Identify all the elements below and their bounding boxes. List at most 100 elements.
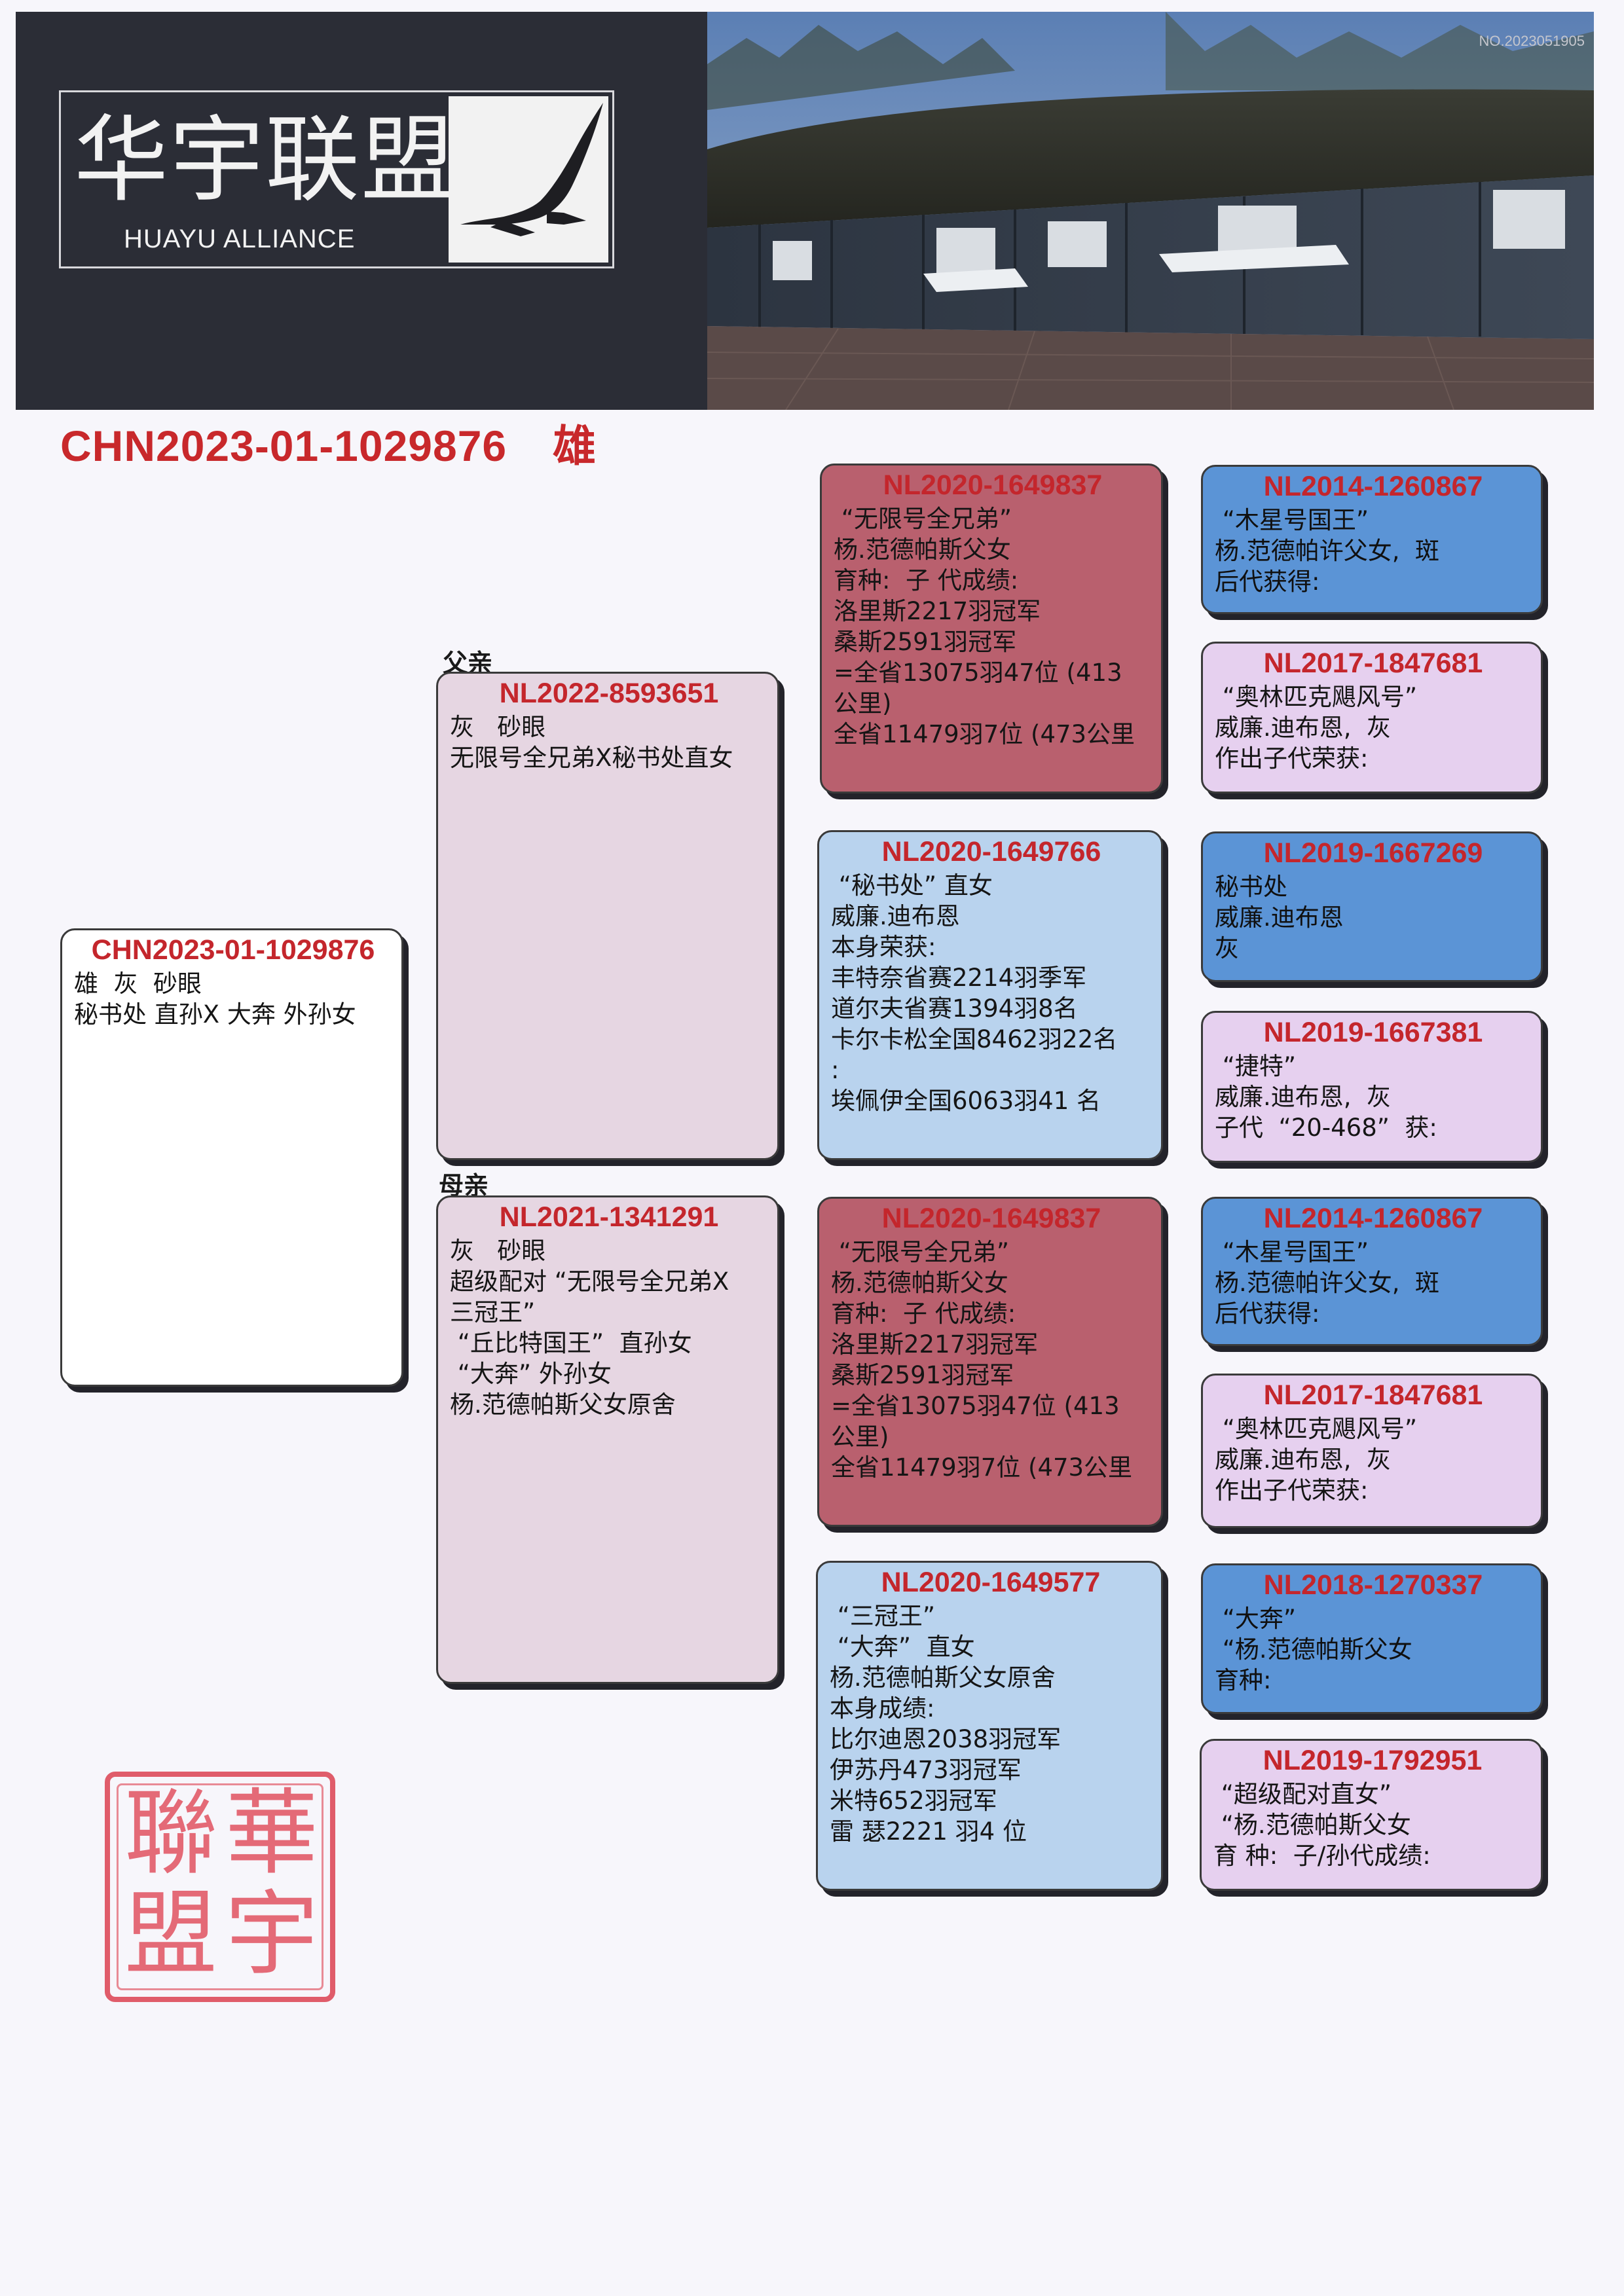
grandparent-1-ring-number: NL2020-1649837 (883, 469, 1103, 501)
grandparent-1-line: =全省13075羽47位 (413 (834, 659, 1122, 687)
great-grandparent-2-line: “奥林匹克飓风号” (1215, 683, 1418, 711)
grandparent-3-line: “无限号全兄弟” (831, 1238, 1010, 1266)
grandparent-1-line: “无限号全兄弟” (834, 505, 1012, 533)
grandparent-2-line: 卡尔卡松全国8462羽22名 (831, 1025, 1118, 1053)
grandparent-3-line: 洛里斯2217羽冠军 (831, 1330, 1039, 1358)
grandparent-2-line: 威廉.迪布恩 (831, 902, 960, 930)
great-grandparent-2-line: 作出子代荣获: (1215, 744, 1369, 773)
title-sex: 雄 (553, 422, 597, 470)
grandparent-1-line: 公里) (834, 689, 892, 718)
mother-line-7: 杨.范德帕斯父女原舍 (450, 1391, 676, 1419)
great-grandparent-7-line: “杨.范德帕斯父女 (1215, 1635, 1412, 1664)
grandparent-3-line: 育种: 子 代成绩: (831, 1300, 1016, 1328)
title-ring-number: CHN2023-01-1029876 (60, 422, 507, 470)
great-grandparent-5-line: 杨.范德帕许父女, 斑 (1215, 1269, 1440, 1297)
great-grandparent-2-line: 威廉.迪布恩, 灰 (1215, 714, 1392, 742)
great-grandparent-6-line: “奥林匹克飓风号” (1215, 1415, 1418, 1443)
great-grandparent-7-line: 育种: (1215, 1666, 1272, 1694)
grandparent-4-ring-number: NL2020-1649577 (881, 1567, 1101, 1598)
grandparent-2-line: 埃佩伊全国6063羽41 名 (831, 1087, 1101, 1115)
grandparent-3-line: 全省11479羽7位 (473公里 (831, 1453, 1133, 1482)
father-ring-number: NL2022-8593651 (499, 678, 719, 709)
great-grandparent-2-ring-number: NL2017-1847681 (1263, 647, 1483, 679)
logo-chinese-text: 华宇联盟 (74, 105, 457, 215)
grandparent-4-line: 伊苏丹473羽冠军 (830, 1756, 1022, 1784)
great-grandparent-card-7: NL2018-1270337 “大奔” “杨.范德帕斯父女 育种: (1201, 1563, 1543, 1714)
grandparent-4-line: 杨.范德帕斯父女原舍 (830, 1664, 1056, 1692)
great-grandparent-5-line: “木星号国王” (1215, 1238, 1369, 1266)
great-grandparent-4-line: 威廉.迪布恩, 灰 (1215, 1083, 1392, 1111)
seal-character: 盟 (124, 1880, 217, 1988)
great-grandparent-1-line: 杨.范德帕许父女, 斑 (1215, 537, 1440, 565)
grandparent-1-line: 桑斯2591羽冠军 (834, 628, 1017, 656)
great-grandparent-3-ring-number: NL2019-1667269 (1263, 837, 1483, 869)
great-grandparent-6-ring-number: NL2017-1847681 (1263, 1379, 1483, 1411)
grandparent-3-ring-number: NL2020-1649837 (881, 1203, 1101, 1234)
grandparent-card-4: NL2020-1649577 “三冠王” “大奔” 直女 杨.范德帕斯父女原舍 … (816, 1561, 1163, 1891)
logo-english-text: HUAYU ALLIANCE (124, 225, 356, 253)
grandparent-4-line: 比尔迪恩2038羽冠军 (830, 1725, 1061, 1753)
mother-line-5: “丘比特国王” 直孙女 (450, 1329, 692, 1357)
mother-ring-number: NL2021-1341291 (499, 1201, 719, 1233)
brand-logo: 华宇联盟 HUAYU ALLIANCE (59, 90, 614, 268)
great-grandparent-5-ring-number: NL2014-1260867 (1263, 1203, 1483, 1234)
great-grandparent-3-line: 威廉.迪布恩 (1215, 903, 1344, 932)
grandparent-card-1: NL2020-1649837 “无限号全兄弟” 杨.范德帕斯父女 育种: 子 代… (820, 464, 1163, 793)
great-grandparent-3-line: 灰 (1215, 934, 1239, 962)
great-grandparent-card-1: NL2014-1260867 “木星号国王” 杨.范德帕许父女, 斑 后代获得: (1201, 465, 1543, 614)
seal-stamp: 華 宇 聯 盟 (105, 1772, 335, 2002)
grandparent-3-line: 桑斯2591羽冠军 (831, 1361, 1014, 1389)
grandparent-4-line: 米特652羽冠军 (830, 1787, 997, 1815)
grandparent-1-line: 育种: 子 代成绩: (834, 566, 1019, 594)
grandparent-3-line: =全省13075羽47位 (413 (831, 1392, 1120, 1420)
father-card: NL2022-8593651 灰 砂眼 无限号全兄弟X秘书处直女 (436, 672, 779, 1160)
great-grandparent-1-line: 后代获得: (1215, 568, 1320, 596)
great-grandparent-card-4: NL2019-1667381 “捷特” 威廉.迪布恩, 灰 子代 “20-468… (1201, 1011, 1543, 1163)
great-grandparent-6-line: 威廉.迪布恩, 灰 (1215, 1446, 1392, 1474)
grandparent-4-line: “三冠王” (830, 1602, 936, 1630)
great-grandparent-4-line: “捷特” (1215, 1052, 1297, 1080)
page-title: CHN2023-01-1029876 雄 (60, 411, 597, 474)
subject-line-1: 雄 灰 砂眼 (74, 970, 202, 998)
mother-card: NL2021-1341291 灰 砂眼 超级配对 “无限号全兄弟X 三冠王” “… (436, 1195, 779, 1684)
grandparent-4-line: 雷 瑟2221 羽4 位 (830, 1817, 1027, 1846)
grandparent-card-3: NL2020-1649837 “无限号全兄弟” 杨.范德帕斯父女 育种: 子 代… (817, 1197, 1163, 1527)
grandparent-2-line: : (831, 1056, 840, 1084)
grandparent-4-line: “大奔” 直女 (830, 1633, 975, 1661)
great-grandparent-card-5: NL2014-1260867 “木星号国王” 杨.范德帕许父女, 斑 后代获得: (1201, 1197, 1543, 1346)
great-grandparent-card-2: NL2017-1847681 “奥林匹克飓风号” 威廉.迪布恩, 灰 作出子代荣… (1201, 642, 1543, 793)
great-grandparent-7-ring-number: NL2018-1270337 (1263, 1569, 1483, 1601)
great-grandparent-4-line: 子代 “20-468” 获: (1215, 1114, 1437, 1142)
great-grandparent-1-ring-number: NL2014-1260867 (1263, 471, 1483, 502)
subject-card: CHN2023-01-1029876 雄 灰 砂眼 秘书处 直孙X 大奔 外孙女 (60, 928, 403, 1387)
great-grandparent-3-line: 秘书处 (1215, 873, 1287, 901)
grandparent-card-2: NL2020-1649766 “秘书处” 直女 威廉.迪布恩 本身荣获: 丰特奈… (817, 830, 1163, 1160)
mother-line-3: 三冠王” (450, 1298, 536, 1326)
grandparent-2-line: “秘书处” 直女 (831, 871, 993, 900)
header-banner: 华宇联盟 HUAYU ALLIANCE (16, 12, 1594, 410)
great-grandparent-card-8: NL2019-1792951 “超级配对直女” “杨.范德帕斯父女 育 种: 子… (1200, 1739, 1543, 1891)
great-grandparent-5-line: 后代获得: (1215, 1300, 1320, 1328)
father-line-2: 无限号全兄弟X秘书处直女 (450, 744, 733, 772)
great-grandparent-7-line: “大奔” (1215, 1605, 1297, 1633)
mother-line-2: 超级配对 “无限号全兄弟X (450, 1267, 729, 1296)
subject-ring-number: CHN2023-01-1029876 (91, 934, 375, 966)
mother-line-6: “大奔” 外孙女 (450, 1360, 612, 1388)
photo-serial-number: NO.2023051905 (1479, 33, 1585, 49)
grandparent-2-line: 本身荣获: (831, 933, 936, 961)
grandparent-2-line: 道尔夫省赛1394羽8名 (831, 994, 1078, 1023)
grandparent-3-line: 公里) (831, 1423, 889, 1451)
great-grandparent-card-6: NL2017-1847681 “奥林匹克飓风号” 威廉.迪布恩, 灰 作出子代荣… (1201, 1374, 1543, 1528)
seal-character: 聯 (124, 1779, 217, 1887)
great-grandparent-card-3: NL2019-1667269 秘书处 威廉.迪布恩 灰 (1201, 831, 1543, 982)
great-grandparent-4-ring-number: NL2019-1667381 (1263, 1017, 1483, 1048)
great-grandparent-8-ring-number: NL2019-1792951 (1263, 1745, 1483, 1776)
grandparent-2-ring-number: NL2020-1649766 (881, 836, 1101, 867)
grandparent-1-line: 杨.范德帕斯父女 (834, 536, 1011, 564)
grandparent-1-line: 全省11479羽7位 (473公里 (834, 720, 1135, 748)
subject-line-2: 秘书处 直孙X 大奔 外孙女 (74, 1000, 356, 1029)
loft-photo: NO.2023051905 (707, 12, 1594, 410)
great-grandparent-8-line: “杨.范德帕斯父女 (1213, 1811, 1411, 1839)
mother-label: 母亲 (439, 1171, 489, 1200)
father-line-1: 灰 砂眼 (450, 713, 546, 741)
